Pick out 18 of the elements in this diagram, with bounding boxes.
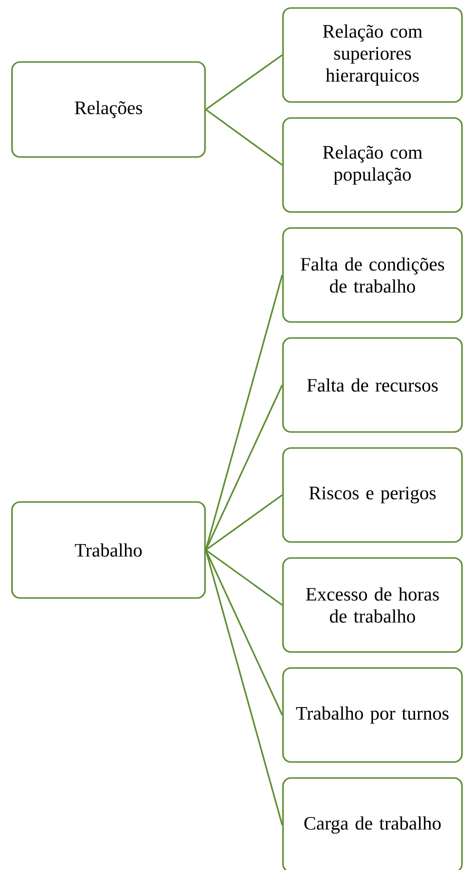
connector-line — [205, 384, 283, 550]
connector-line — [205, 54, 283, 110]
connector-line — [205, 274, 283, 550]
connector-line — [205, 549, 283, 606]
topic-box: Relação com população — [282, 117, 463, 213]
topic-box: Falta de condições de trabalho — [282, 227, 463, 323]
connector-line — [205, 550, 283, 826]
topic-box: Carga de trabalho — [282, 777, 463, 870]
topic-box: Trabalho — [11, 501, 206, 599]
topic-box: Relações — [11, 61, 206, 158]
topic-box: Excesso de horas de trabalho — [282, 557, 463, 653]
topic-box: Riscos e perigos — [282, 447, 463, 543]
connector-line — [205, 108, 283, 166]
connector-line — [205, 494, 283, 551]
connector-line — [205, 550, 283, 716]
topic-box: Trabalho por turnos — [282, 667, 463, 763]
topic-box: Relação com superiores hierarquicos — [282, 7, 463, 103]
topic-box: Falta de recursos — [282, 337, 463, 433]
